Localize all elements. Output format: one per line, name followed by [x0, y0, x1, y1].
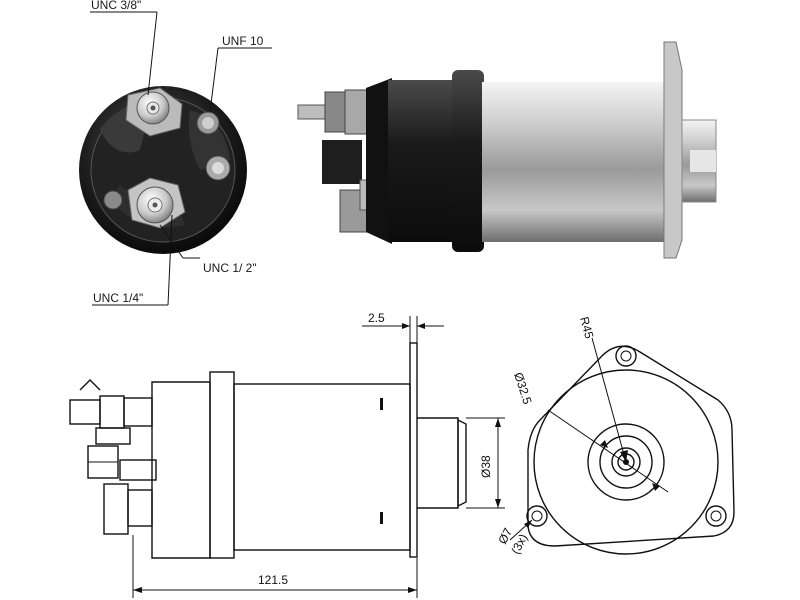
dim-flange-thickness: 2.5	[368, 311, 385, 325]
dim-radius: R45	[577, 315, 596, 340]
end-view-drawing	[509, 337, 735, 555]
dim-bore-diameter: Ø32.5	[511, 371, 535, 407]
label-unf-10: UNF 10	[222, 34, 264, 48]
stud-unc-1-4	[127, 177, 186, 229]
screw-unf-10	[196, 111, 220, 135]
side-view-photo	[297, 41, 717, 259]
dim-plunger-diameter: Ø38	[479, 455, 493, 478]
callout-lines-top	[90, 11, 272, 306]
dim-hole-diameter: Ø7	[495, 525, 515, 546]
screw-right	[205, 155, 231, 181]
label-unc-1-4: UNC 1/4"	[93, 291, 143, 305]
label-unc-1-2: UNC 1/ 2"	[203, 261, 257, 275]
dimension-lines-side	[132, 316, 505, 598]
dim-overall-length: 121.5	[258, 573, 288, 587]
end-cap-photo	[79, 86, 247, 254]
stud-unc-3-8	[125, 87, 183, 137]
side-view-drawing	[69, 342, 467, 559]
label-unc-3-8: UNC 3/8"	[91, 0, 141, 12]
